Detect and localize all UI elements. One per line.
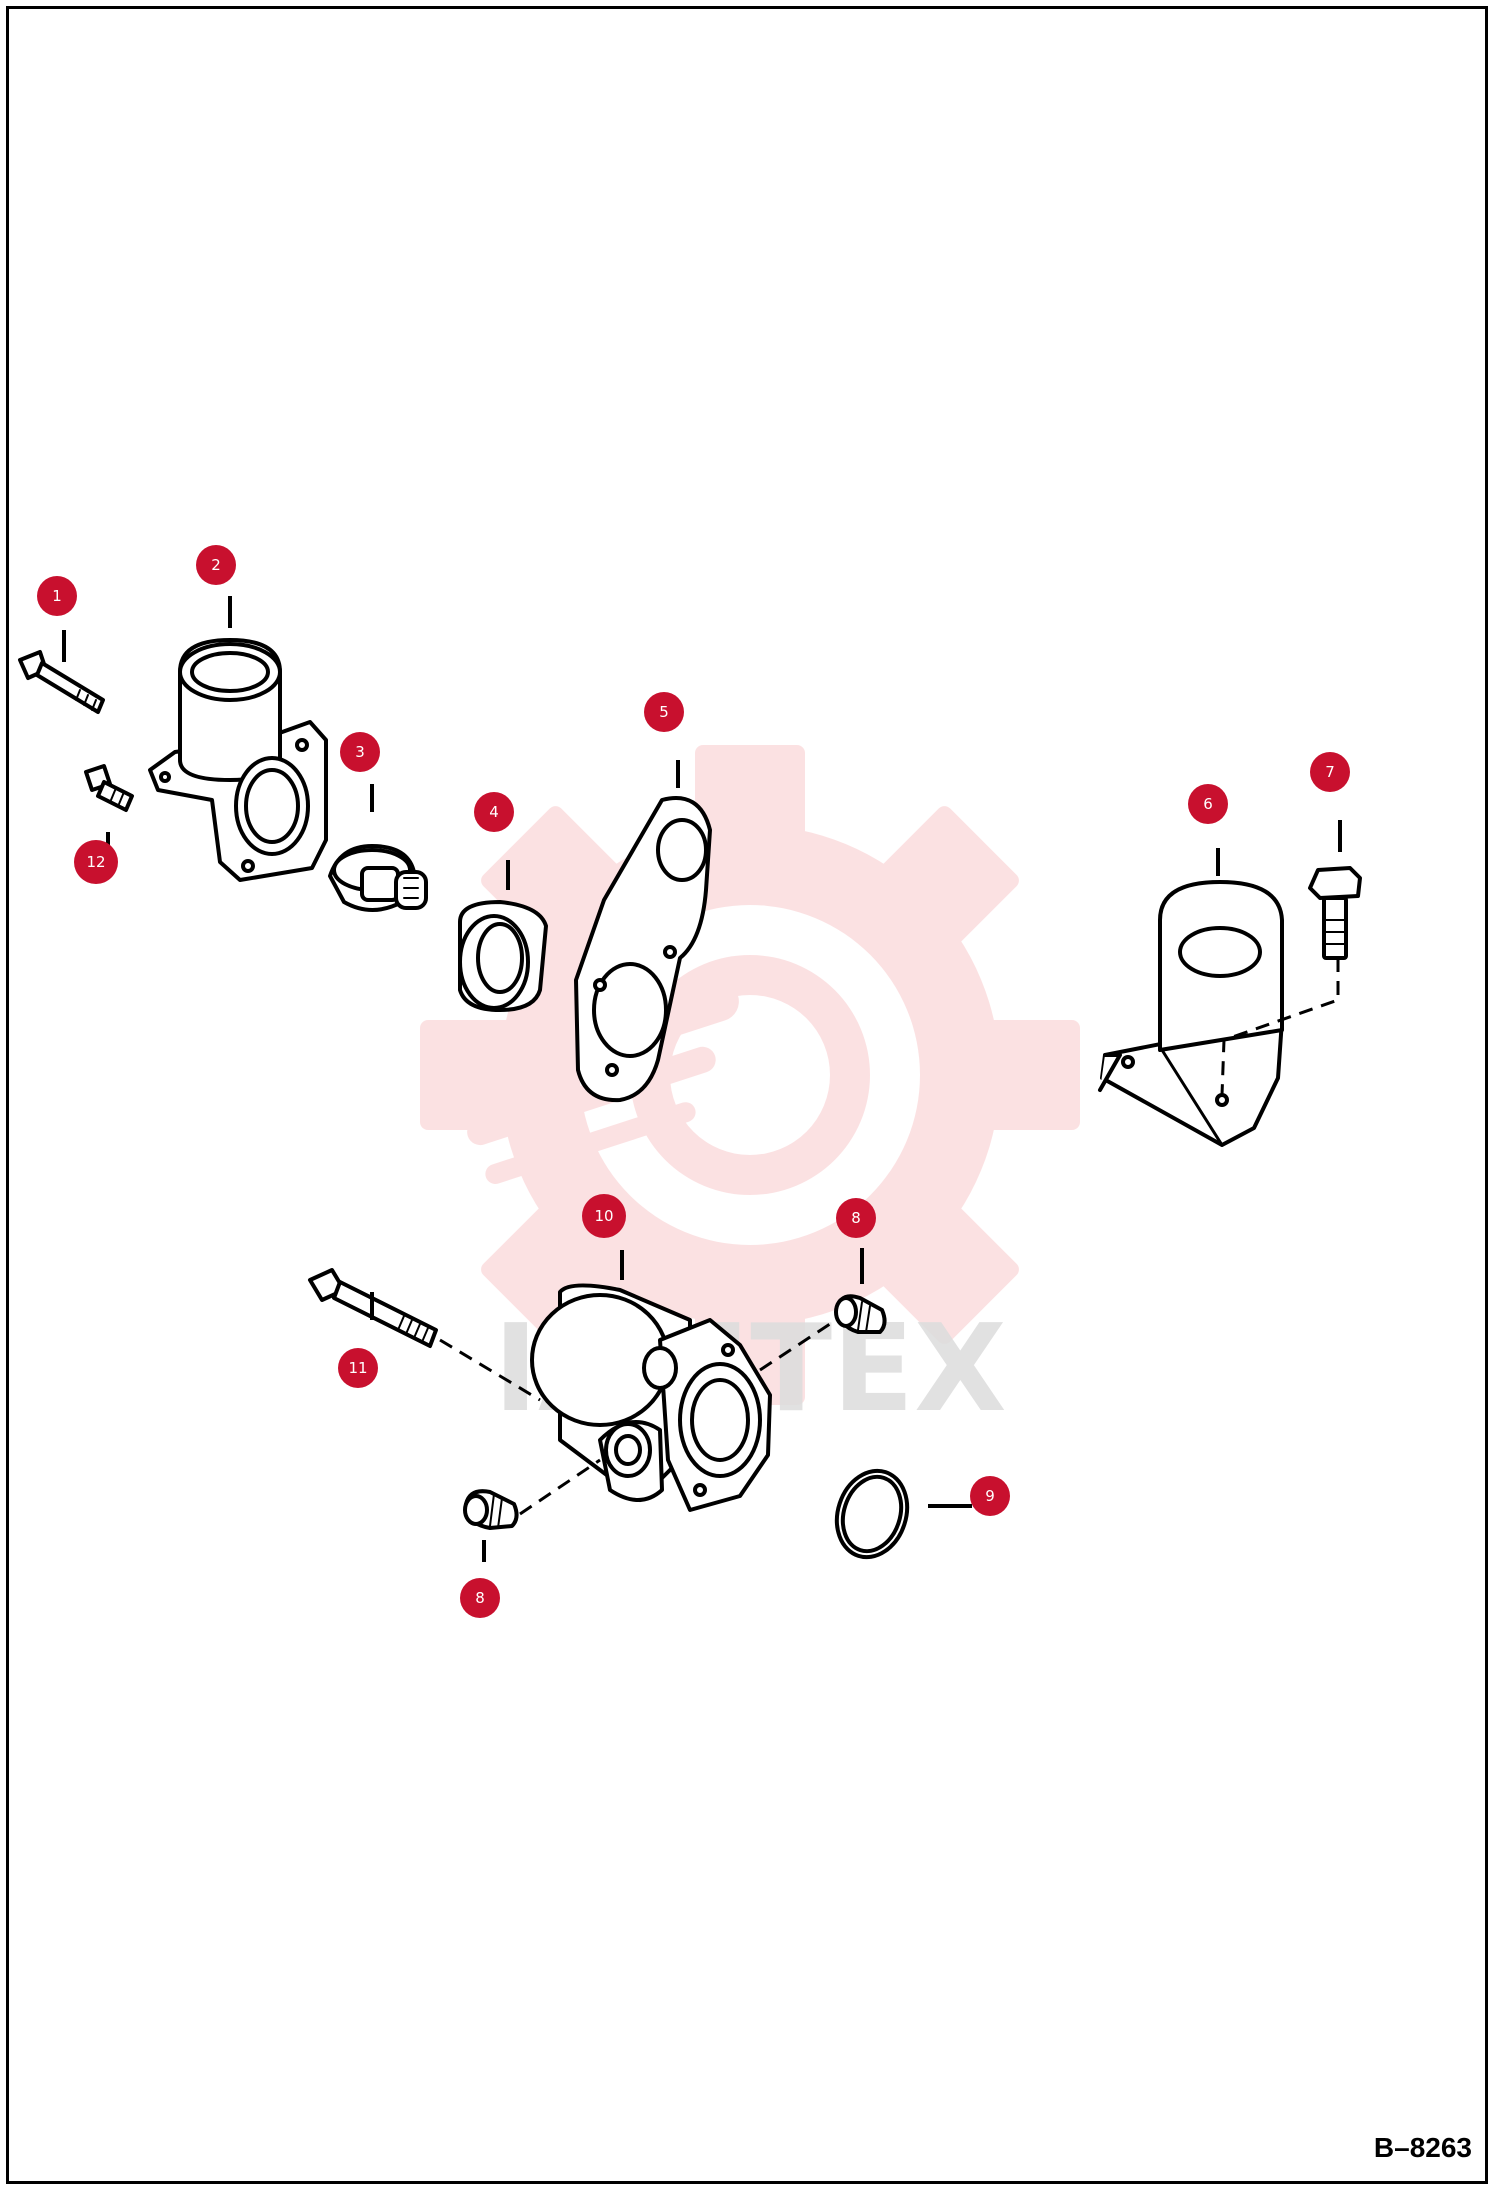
svg-text:3: 3	[355, 743, 365, 761]
svg-text:10: 10	[594, 1207, 613, 1225]
part-8-plug-lower	[463, 1489, 519, 1530]
callout-11[interactable]: 11	[338, 1348, 378, 1388]
svg-text:5: 5	[659, 703, 669, 721]
part-7-hex-bolt	[1308, 866, 1362, 960]
svg-text:9: 9	[985, 1487, 995, 1505]
callout-5[interactable]: 5	[644, 692, 684, 732]
svg-text:1: 1	[52, 587, 62, 605]
callout-12[interactable]: 12	[74, 840, 118, 884]
part-4-seal-ring	[458, 900, 548, 1012]
part-8-plug-upper	[834, 1294, 887, 1334]
callout-7[interactable]: 7	[1310, 752, 1350, 792]
svg-text:8: 8	[851, 1209, 861, 1227]
part-12-small-bolt	[84, 764, 134, 812]
assembly-lines	[439, 958, 1340, 1516]
svg-text:4: 4	[489, 803, 499, 821]
part-6-bracket-housing	[1098, 880, 1284, 1147]
callout-markers: 1 2 3 4 5 6 7 8	[37, 545, 1350, 1618]
part-11-long-bolt	[308, 1268, 438, 1348]
svg-text:7: 7	[1325, 763, 1335, 781]
callout-9[interactable]: 9	[970, 1476, 1010, 1516]
callout-1[interactable]: 1	[37, 576, 77, 616]
svg-text:6: 6	[1203, 795, 1213, 813]
part-5-gasket	[574, 796, 712, 1103]
callout-3[interactable]: 3	[340, 732, 380, 772]
watermark-logo: IAMTEX	[420, 745, 1080, 1439]
svg-text:2: 2	[211, 556, 221, 574]
callout-8-upper[interactable]: 8	[836, 1198, 876, 1238]
watermark-gear-icon	[420, 745, 1080, 1405]
callout-4[interactable]: 4	[474, 792, 514, 832]
part-3-thermostat	[328, 844, 428, 912]
svg-text:12: 12	[86, 853, 105, 871]
svg-text:11: 11	[348, 1359, 367, 1377]
figure-code: B–8263	[1373, 2132, 1472, 2163]
callout-6[interactable]: 6	[1188, 784, 1228, 824]
svg-text:8: 8	[475, 1589, 485, 1607]
part-1-bolt	[18, 650, 105, 714]
part-9-o-ring	[834, 1468, 910, 1560]
diagram-frame	[6, 6, 1488, 2184]
callout-2[interactable]: 2	[196, 545, 236, 585]
callout-10[interactable]: 10	[582, 1194, 626, 1238]
callout-8-lower[interactable]: 8	[460, 1578, 500, 1618]
part-2-water-outlet-housing	[148, 638, 328, 882]
part-10-thermostat-case	[530, 1283, 772, 1512]
